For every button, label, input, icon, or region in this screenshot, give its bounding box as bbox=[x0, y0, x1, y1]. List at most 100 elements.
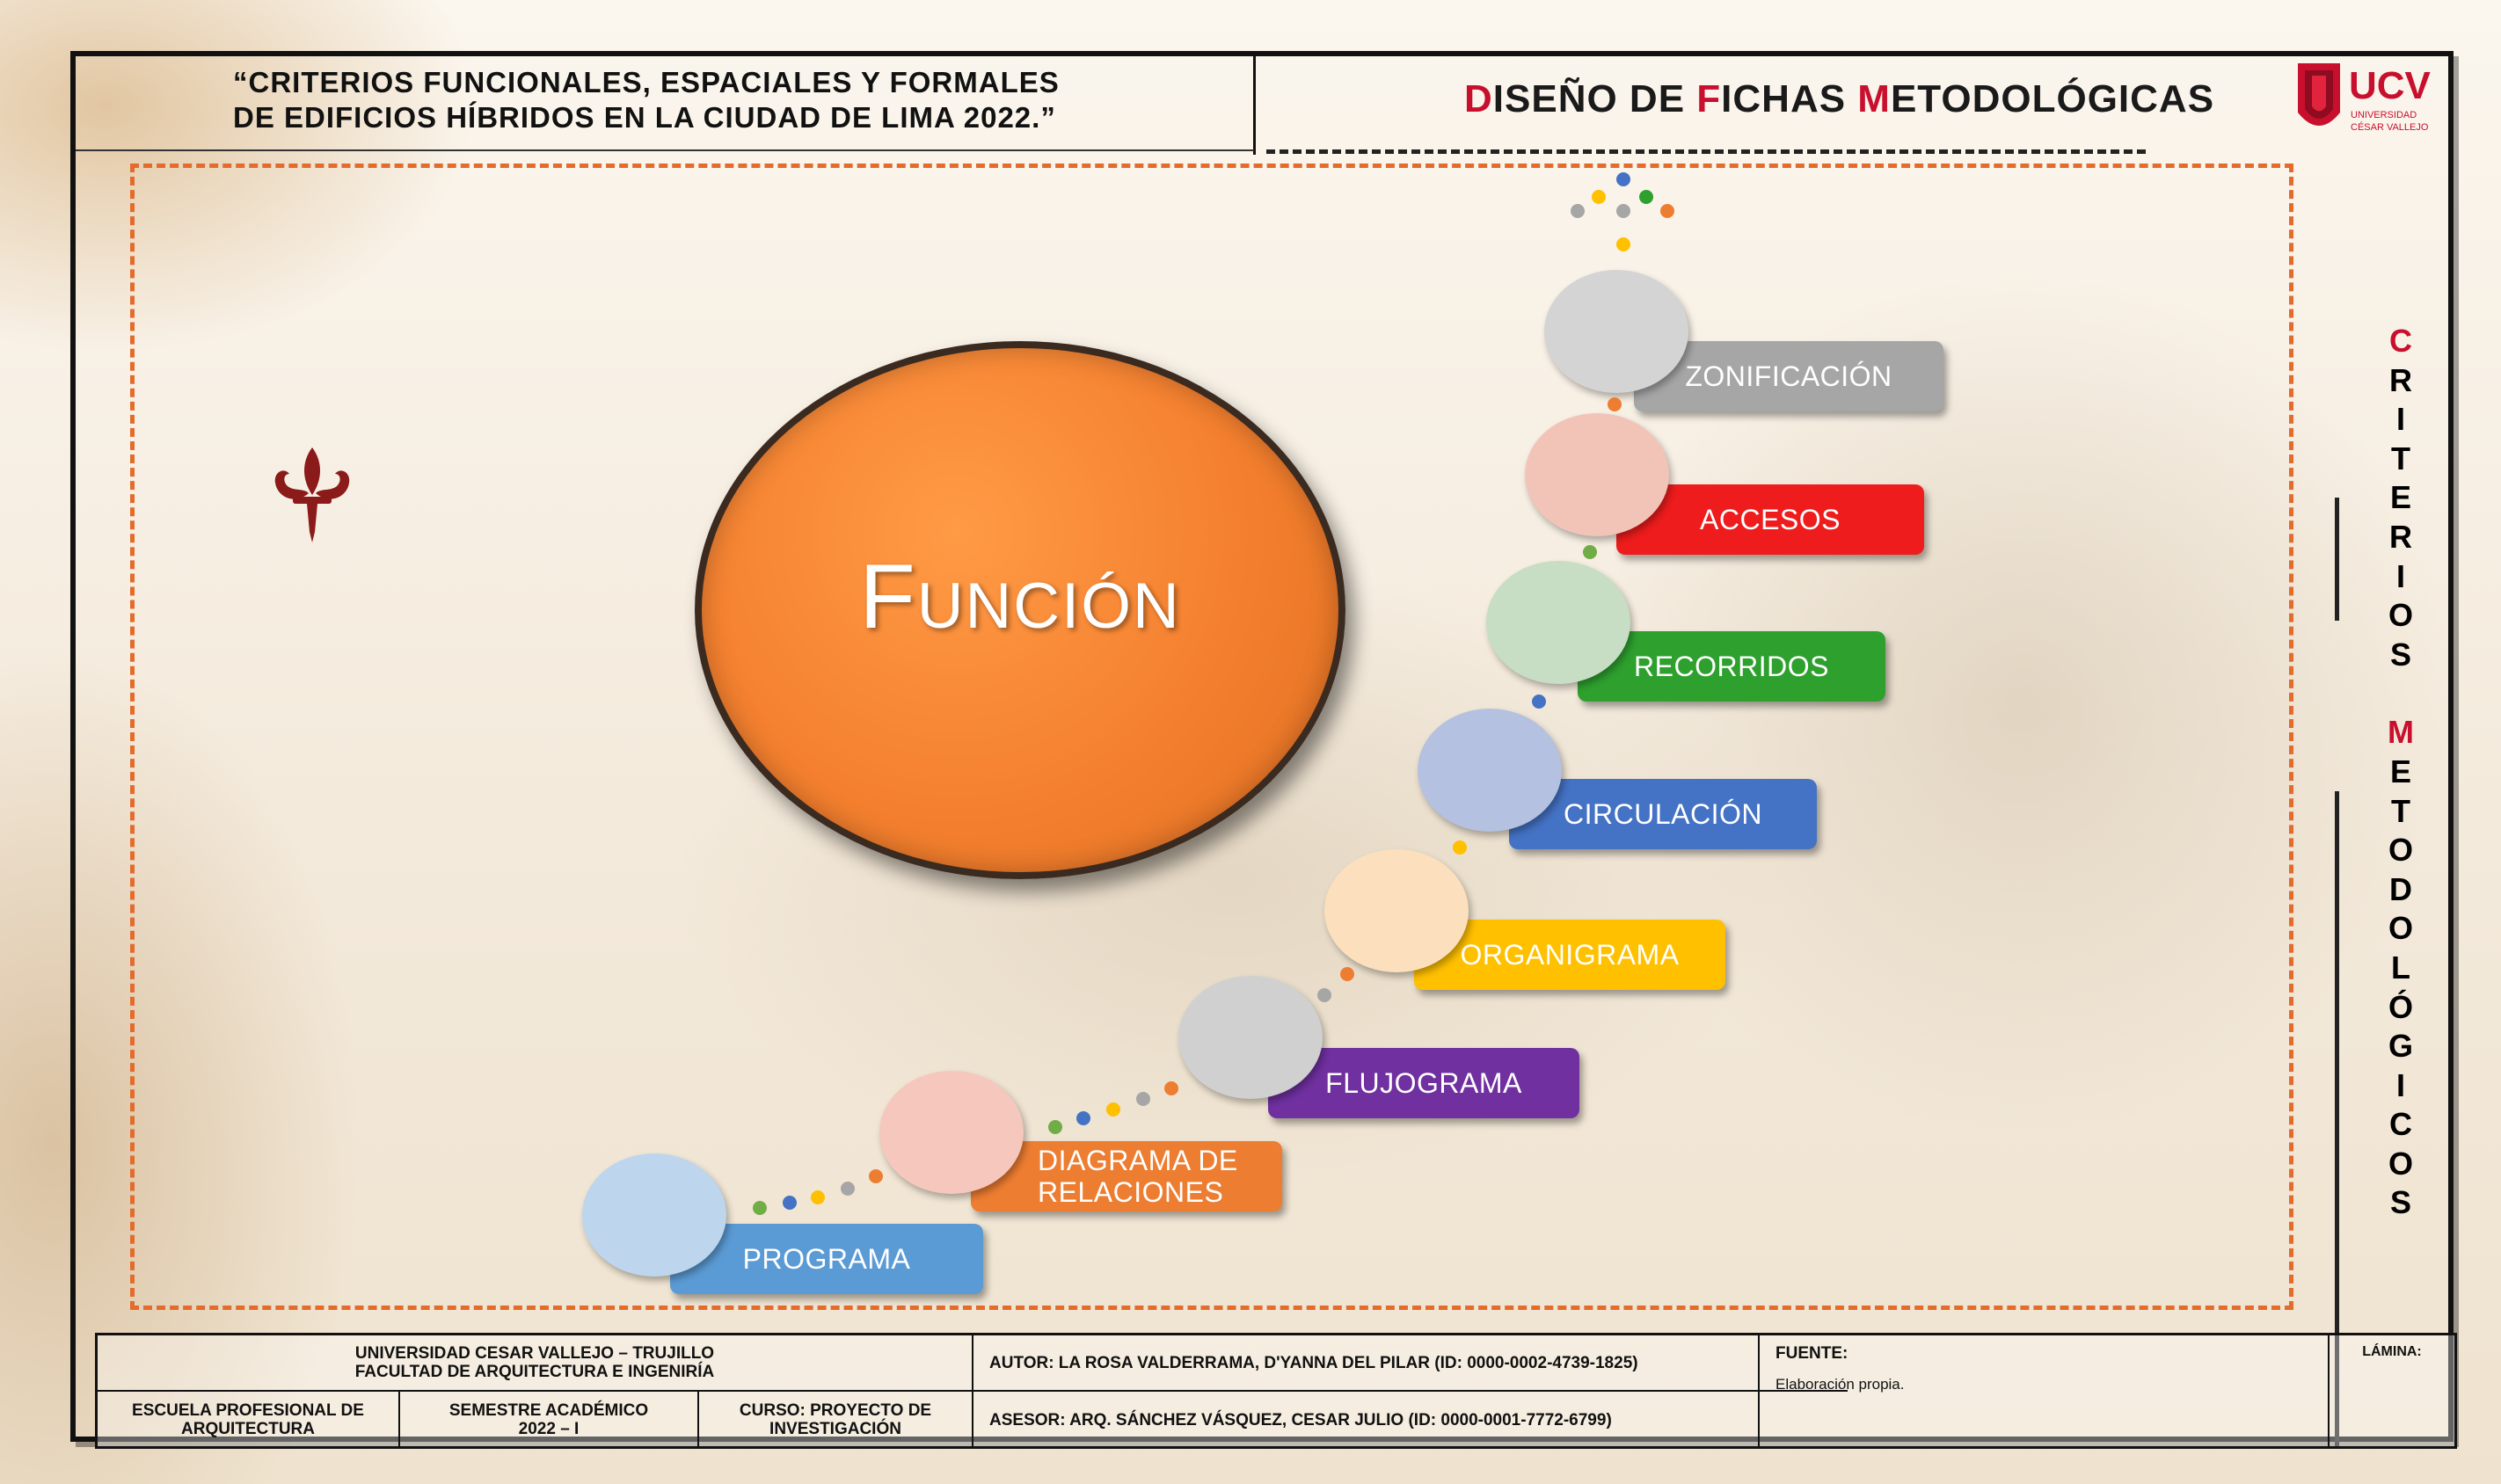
ucv-logo: UCV UNIVERSIDAD CÉSAR VALLEJO bbox=[2298, 63, 2432, 133]
vertical-letter: R bbox=[2389, 361, 2412, 398]
source-value: Elaboración propia. bbox=[1775, 1376, 1905, 1393]
step-circulacion-label: CIRCULACIÓN bbox=[1564, 798, 1762, 830]
step-circulacion-bar: CIRCULACIÓN bbox=[1509, 779, 1817, 849]
sheet-title-part-1: ISEÑO DE bbox=[1492, 77, 1697, 120]
course-cell: CURSO: PROYECTO DE INVESTIGACIÓN bbox=[699, 1392, 973, 1448]
sheet-frame bbox=[70, 51, 2454, 1442]
step-flujograma-label: FLUJOGRAMA bbox=[1325, 1067, 1522, 1099]
connector-dot bbox=[869, 1169, 883, 1183]
connector-dot bbox=[841, 1182, 855, 1196]
step-recorridos-circle bbox=[1486, 561, 1630, 684]
sheet-title: DISEÑO DE FICHAS METODOLÓGICAS bbox=[1464, 77, 2214, 121]
connector-dot bbox=[1136, 1092, 1150, 1106]
connector-dot bbox=[811, 1190, 825, 1204]
vertical-letter: I bbox=[2395, 557, 2405, 594]
connector-dot bbox=[1639, 190, 1653, 204]
connector-dot bbox=[1048, 1120, 1062, 1134]
connector-dot bbox=[1076, 1111, 1090, 1125]
step-diagrama-relaciones-label-line-1: DIAGRAMA DE bbox=[1038, 1145, 1238, 1176]
logo-subtext-1: UNIVERSIDAD bbox=[2351, 110, 2417, 120]
vertical-letter: O bbox=[2388, 1145, 2413, 1182]
logo-subtext-2: CÉSAR VALLEJO bbox=[2351, 121, 2429, 133]
footer-row-divider-left bbox=[98, 1390, 1848, 1392]
vertical-letter: T bbox=[2391, 440, 2410, 476]
step-organigrama-circle bbox=[1324, 849, 1469, 972]
step-programa-circle bbox=[582, 1153, 726, 1277]
school-cell: ESCUELA PROFESIONAL DE ARQUITECTURA bbox=[98, 1392, 400, 1448]
connector-dot bbox=[1616, 237, 1630, 251]
vertical-letter: O bbox=[2388, 832, 2413, 869]
semester-cell: SEMESTRE ACADÉMICO 2022 – I bbox=[400, 1392, 699, 1448]
step-flujograma-circle bbox=[1178, 976, 1323, 1099]
course-label: CURSO: PROYECTO DE bbox=[739, 1401, 932, 1420]
connector-dot bbox=[1592, 190, 1606, 204]
vertical-letter: E bbox=[2389, 753, 2411, 789]
vertical-letter: S bbox=[2389, 636, 2411, 673]
logo-text: UCV bbox=[2349, 64, 2432, 107]
vertical-letter: C bbox=[2389, 1106, 2412, 1143]
university-name: UNIVERSIDAD CESAR VALLEJO – TRUJILLO bbox=[354, 1344, 715, 1363]
author-text: AUTOR: LA ROSA VALDERRAMA, D'YANNA DEL P… bbox=[989, 1353, 1638, 1372]
step-recorridos-label: RECORRIDOS bbox=[1634, 651, 1829, 682]
vertical-gap bbox=[2374, 674, 2427, 713]
title-dashed-line bbox=[1266, 149, 2146, 154]
semester-label: SEMESTRE ACADÉMICO bbox=[448, 1401, 649, 1420]
step-flujograma-bar: FLUJOGRAMA bbox=[1268, 1048, 1579, 1118]
step-zonificacion-label: ZONIFICACIÓN bbox=[1685, 360, 1892, 392]
connector-dot bbox=[1532, 695, 1546, 709]
connector-dot bbox=[1453, 840, 1467, 855]
vertical-letter: C bbox=[2389, 323, 2412, 359]
vertical-letter: L bbox=[2391, 949, 2410, 986]
content-dashed-border bbox=[130, 164, 2293, 1310]
step-organigrama-bar: ORGANIGRAMA bbox=[1414, 920, 1725, 990]
step-diagrama-relaciones-bar: DIAGRAMA DE RELACIONES bbox=[971, 1141, 1282, 1211]
side-rule-foot bbox=[2335, 1292, 2339, 1446]
sheet-title-initial-m: M bbox=[1857, 77, 1891, 120]
step-programa-label: PROGRAMA bbox=[742, 1243, 911, 1275]
sheet-title-part-3: ETODOLÓGICAS bbox=[1890, 77, 2215, 120]
step-circulacion-circle bbox=[1418, 709, 1562, 832]
fleur-de-lis-icon bbox=[274, 447, 350, 542]
sheet-title-initial-d: D bbox=[1464, 77, 1493, 120]
connector-dot bbox=[1583, 545, 1597, 559]
title-block: UNIVERSIDAD CESAR VALLEJO – TRUJILLO FAC… bbox=[95, 1333, 2457, 1449]
semester-value: 2022 – I bbox=[518, 1420, 580, 1438]
source-label: FUENTE: bbox=[1775, 1344, 1848, 1363]
step-organigrama-label: ORGANIGRAMA bbox=[1460, 939, 1680, 971]
school-name: ESCUELA PROFESIONAL DE ARQUITECTURA bbox=[132, 1401, 364, 1438]
step-accesos-circle bbox=[1525, 413, 1669, 536]
vertical-letter: O bbox=[2388, 910, 2413, 947]
header-divider bbox=[1253, 51, 1256, 155]
side-rule-bottom bbox=[2335, 791, 2339, 1328]
thesis-title-line-1: “CRITERIOS FUNCIONALES, ESPACIALES Y FOR… bbox=[233, 66, 1060, 98]
funcion-circle: Función bbox=[695, 341, 1345, 879]
connector-dot bbox=[1164, 1081, 1178, 1095]
thesis-title: “CRITERIOS FUNCIONALES, ESPACIALES Y FOR… bbox=[233, 65, 1236, 135]
step-accesos-bar: ACCESOS bbox=[1616, 484, 1924, 555]
connector-dot bbox=[1340, 967, 1354, 981]
vertical-letter: I bbox=[2395, 401, 2405, 438]
connector-dot bbox=[1616, 172, 1630, 186]
connector-dot bbox=[1608, 397, 1622, 411]
vertical-title-criterios-metodologicos: C R I T E R I O S M E T O D O L Ó G I C … bbox=[2374, 322, 2427, 1223]
side-rule-top bbox=[2335, 498, 2339, 621]
vertical-letter: D bbox=[2389, 870, 2412, 907]
funcion-label: Función bbox=[859, 545, 1181, 648]
vertical-letter: I bbox=[2395, 1066, 2405, 1103]
advisor-cell: ASESOR: ARQ. SÁNCHEZ VÁSQUEZ, CESAR JULI… bbox=[973, 1392, 1760, 1448]
course-value: INVESTIGACIÓN bbox=[769, 1420, 901, 1438]
step-diagrama-relaciones-label-line-2: RELACIONES bbox=[1038, 1176, 1224, 1208]
university-cell: UNIVERSIDAD CESAR VALLEJO – TRUJILLO FAC… bbox=[98, 1335, 973, 1390]
connector-dot bbox=[1616, 204, 1630, 218]
vertical-letter: Ó bbox=[2388, 988, 2413, 1025]
sheet-cell: LÁMINA: bbox=[2330, 1335, 2454, 1448]
step-diagrama-relaciones-circle bbox=[879, 1071, 1024, 1194]
vertical-letter: G bbox=[2388, 1028, 2413, 1065]
step-recorridos-bar: RECORRIDOS bbox=[1578, 631, 1885, 702]
connector-dot bbox=[1106, 1102, 1120, 1117]
sheet-label: LÁMINA: bbox=[2362, 1344, 2422, 1359]
connector-dot bbox=[1660, 204, 1674, 218]
advisor-text: ASESOR: ARQ. SÁNCHEZ VÁSQUEZ, CESAR JULI… bbox=[989, 1410, 1612, 1429]
header-underline bbox=[76, 149, 1254, 151]
step-zonificacion-bar: ZONIFICACIÓN bbox=[1634, 341, 1943, 411]
